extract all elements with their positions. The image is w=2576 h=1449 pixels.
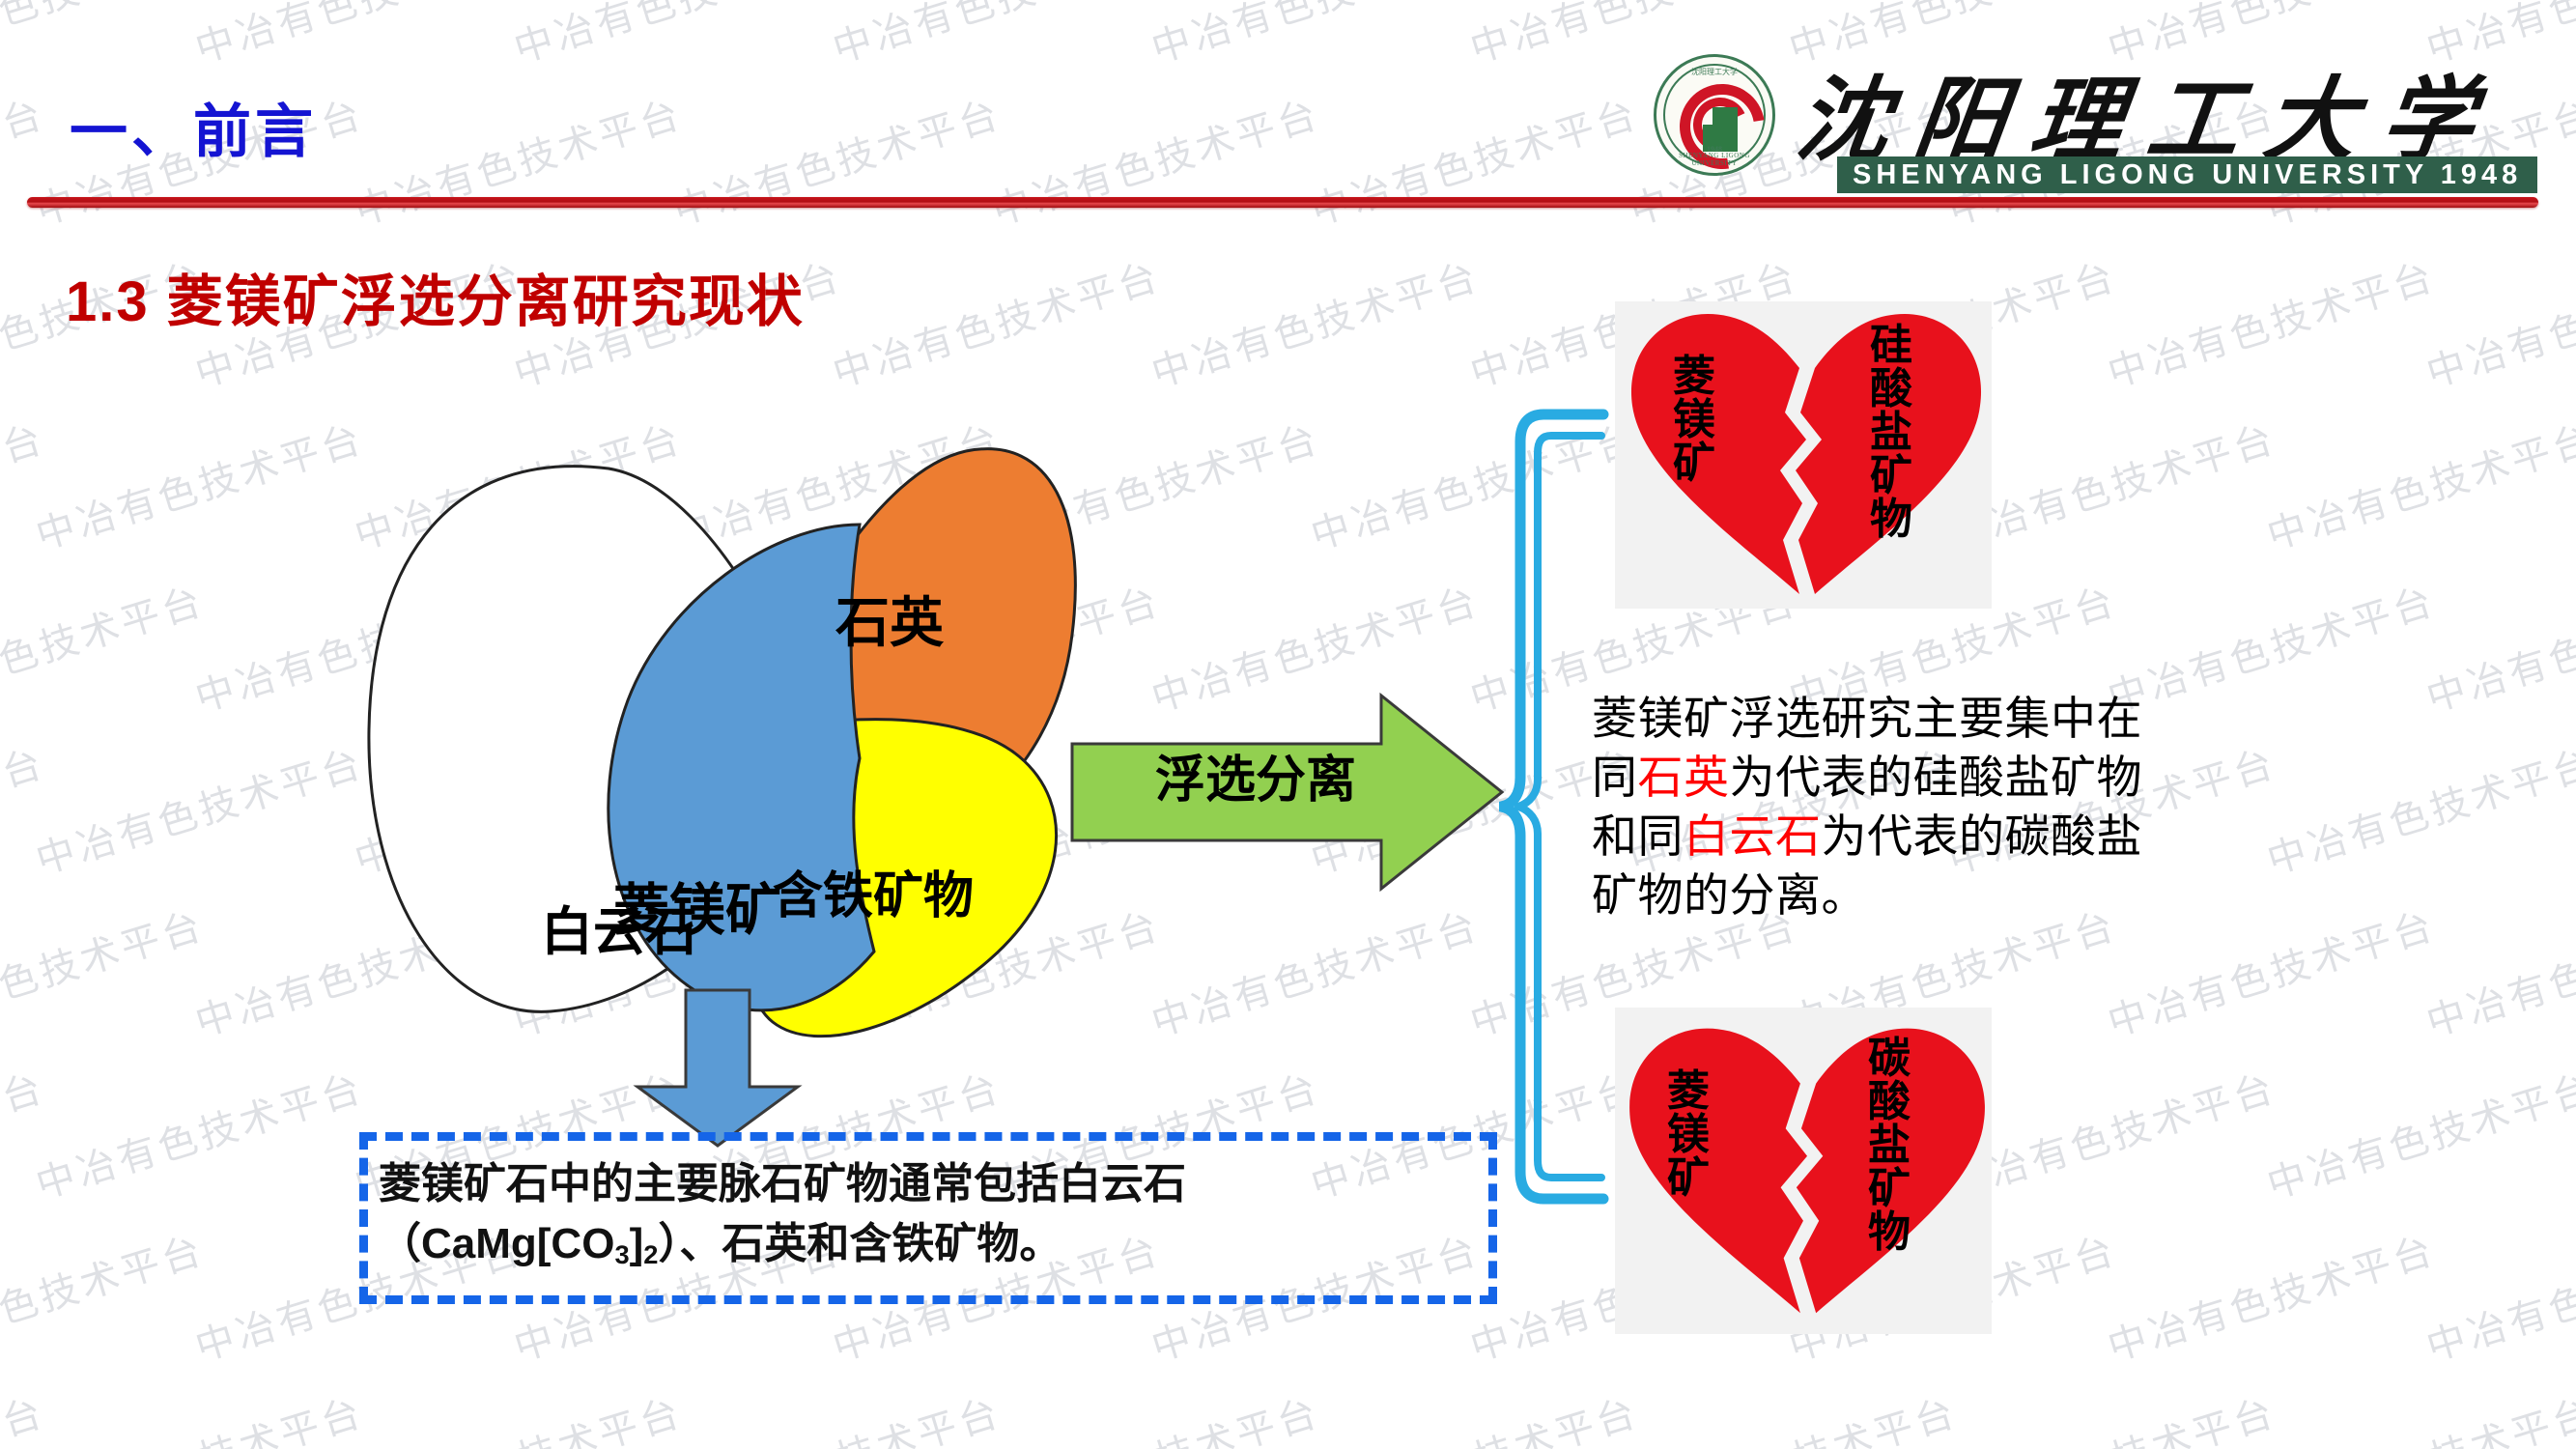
gangue-note-box [359, 1132, 1497, 1304]
down-arrow-shape [633, 988, 803, 1148]
heart-label-carbonate: 碳酸盐矿物 [1868, 1035, 1911, 1256]
watermark-text: 中冶有色技术平台 [828, 0, 1166, 71]
header-divider [27, 197, 2538, 208]
brace-inner-stroke [1514, 432, 1605, 1181]
broken-heart-silicate [1630, 314, 1982, 594]
watermark-text: 中冶有色技术平台 [2421, 1228, 2576, 1370]
note-formula-sub1: 3 [614, 1239, 630, 1270]
watermark-text: 中冶有色技术平台 [665, 1381, 1007, 1449]
heart-left-half [1630, 314, 1806, 594]
watermark-text: 中冶有色技术平台 [0, 1065, 50, 1208]
emblem-inner-ring [1663, 64, 1766, 166]
gangue-note-text: 菱镁矿石中的主要脉石矿物通常包括白云石 （CaMg[CO3]2）、石英和含铁矿物… [379, 1154, 1489, 1275]
watermark-text: 中冶有色技术平台 [31, 1065, 369, 1208]
heart-label-magnesite-bottom: 菱镁矿 [1667, 1067, 1710, 1202]
heart-left-half [1629, 1028, 1808, 1314]
watermark-text: 中冶有色技术平台 [668, 92, 1006, 234]
watermark-text: 中冶有色技术平台 [2103, 254, 2441, 396]
emblem-year: 1948 [1707, 145, 1722, 154]
university-logo: 沈阳理工大学 1948 SHENYANG LIGONG UNIVERSITY 沈… [1654, 37, 2538, 193]
arrow-shape [1070, 692, 1505, 893]
watermark-text: 中冶有色技术平台 [1943, 416, 2281, 558]
heart-right-half [1796, 314, 1982, 594]
watermark-text: 中冶有色技术平台 [0, 416, 50, 558]
note-line2-close: ）、石英和含铁矿物。 [658, 1220, 1062, 1268]
conclusion-line4: 矿物的分离。 [1592, 871, 1867, 923]
conclusion-line3-b: 为代表的碳酸盐 [1821, 812, 2142, 864]
watermark-text: 中冶有色技术平台 [1940, 1381, 2282, 1449]
watermark-text: 中冶有色技术平台 [350, 92, 688, 234]
conclusion-highlight-dolomite: 白云石 [1684, 812, 1822, 864]
watermark-text: 中冶有色技术平台 [1146, 0, 1485, 71]
section-title: 1.3 菱镁矿浮选分离研究现状 [66, 270, 805, 333]
broken-heart-carbonate [1629, 1028, 1985, 1314]
watermark-text: 中冶有色技术平台 [1146, 903, 1485, 1045]
watermark-text: 中冶有色技术平台 [0, 0, 210, 71]
conclusion-line1: 菱镁矿浮选研究主要集中在 [1592, 695, 2142, 745]
university-emblem-icon: 沈阳理工大学 1948 SHENYANG LIGONG UNIVERSITY [1654, 54, 1782, 186]
petal-label-magnesite: 菱镁矿 [613, 879, 782, 942]
note-paren-open: （ [379, 1220, 421, 1268]
watermark-text: 中冶有色技术平台 [987, 92, 1325, 234]
heart-label-silicate: 硅酸盐矿物 [1870, 322, 1912, 543]
emblem-bottom-text: SHENYANG LIGONG UNIVERSITY [1679, 152, 1750, 167]
note-formula-sub2: 2 [643, 1239, 659, 1270]
watermark-text: 中冶有色技术平台 [2262, 741, 2576, 883]
watermark-text: 中冶有色技术平台 [1943, 1065, 2281, 1208]
conclusion-line2-a: 同 [1592, 753, 1638, 805]
watermark-text: 中冶有色技术平台 [828, 254, 1166, 396]
flotation-separation-arrow [1070, 692, 1505, 893]
petal-label-quartz: 石英 [835, 592, 944, 653]
watermark-text: 中冶有色技术平台 [2103, 1228, 2441, 1370]
page-title: 一、前言 [70, 99, 317, 164]
watermark-text: 中冶有色技术平台 [1622, 1381, 1964, 1449]
watermark-text: 中冶有色技术平台 [190, 0, 528, 71]
watermark-text: 中冶有色技术平台 [2262, 416, 2576, 558]
watermark-text: 中冶有色技术平台 [347, 1381, 689, 1449]
conclusion-text: 菱镁矿浮选研究主要集中在 同石英为代表的硅酸盐矿物 和同白云石为代表的碳酸盐 矿… [1592, 691, 2191, 926]
note-line1: 菱镁矿石中的主要脉石矿物通常包括白云石 [379, 1160, 1186, 1208]
watermark-text: 中冶有色技术平台 [0, 1228, 210, 1370]
watermark-text: 中冶有色技术平台 [0, 1381, 51, 1449]
watermark-text: 中冶有色技术平台 [0, 903, 210, 1045]
flotation-separation-label: 浮选分离 [1154, 753, 1356, 809]
brace-outer-stroke [1499, 409, 1609, 1205]
watermark-text: 中冶有色技术平台 [0, 92, 50, 234]
emblem-green-block-2 [1703, 125, 1718, 152]
conclusion-highlight-quartz: 石英 [1637, 753, 1730, 805]
mineral-petal-diagram [367, 447, 1077, 1038]
petal-label-iron: 含铁矿物 [773, 868, 975, 924]
watermark-text: 中冶有色技术平台 [2421, 254, 2576, 396]
watermark-text: 中冶有色技术平台 [2421, 579, 2576, 721]
watermark-text: 中冶有色技术平台 [1303, 1381, 1645, 1449]
watermark-text: 中冶有色技术平台 [2421, 903, 2576, 1045]
down-arrow [633, 988, 803, 1148]
watermark-text: 中冶有色技术平台 [2259, 1381, 2576, 1449]
watermark-text: 中冶有色技术平台 [509, 0, 847, 71]
note-formula-a: CaMg[CO [421, 1220, 615, 1268]
watermark-text: 中冶有色技术平台 [0, 579, 210, 721]
heart-label-magnesite-top: 菱镁矿 [1673, 353, 1715, 487]
watermark-text: 中冶有色技术平台 [984, 1381, 1326, 1449]
heart-right-half [1796, 1028, 1985, 1314]
grouping-brace [1499, 409, 1609, 1205]
note-formula-b: ] [629, 1220, 644, 1268]
watermark-text: 中冶有色技术平台 [1306, 92, 1644, 234]
conclusion-line3-a: 和同 [1592, 812, 1684, 864]
watermark-text: 中冶有色技术平台 [28, 1381, 370, 1449]
emblem-top-text: 沈阳理工大学 [1691, 68, 1738, 76]
university-name-en: SHENYANG LIGONG UNIVERSITY 1948 [1837, 156, 2538, 193]
watermark-text: 中冶有色技术平台 [0, 741, 50, 883]
petal-label-dolomite: 白云石 [541, 903, 697, 961]
watermark-text: 中冶有色技术平台 [2262, 1065, 2576, 1208]
watermark-text: 中冶有色技术平台 [1146, 254, 1485, 396]
conclusion-line2-b: 为代表的硅酸盐矿物 [1729, 753, 2142, 805]
